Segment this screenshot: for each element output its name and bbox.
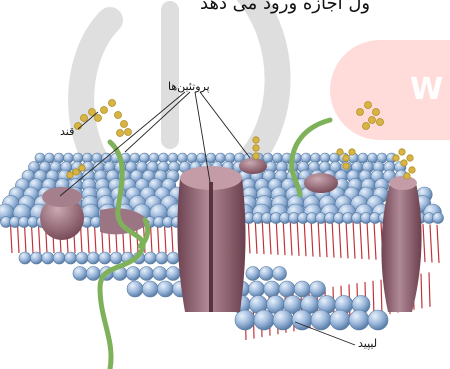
lipid-head — [153, 267, 167, 281]
lipid-head — [246, 267, 260, 281]
lipid-head — [294, 281, 310, 297]
lipid-tail — [325, 219, 327, 257]
lipid-tail — [421, 274, 422, 309]
lipid-head — [73, 267, 87, 281]
lipid-head — [156, 252, 168, 264]
leader-protein-1 — [125, 92, 190, 152]
lipid-head — [76, 252, 88, 264]
protein-right-top — [389, 176, 417, 190]
lipid-head — [30, 252, 42, 264]
lipid-head — [311, 310, 331, 330]
lipid-head — [87, 252, 99, 264]
protein-small-dome-2 — [304, 173, 338, 193]
label-sugar: قند — [60, 125, 74, 138]
lipid-tail — [318, 219, 320, 257]
protein-right — [381, 183, 421, 312]
protein-left-top — [42, 187, 82, 207]
lipid-head — [140, 267, 154, 281]
lipid-tail — [381, 280, 382, 316]
lipid-head — [273, 310, 293, 330]
lipid-head — [279, 281, 295, 297]
lipid-head — [309, 281, 325, 297]
lipid-tail — [353, 221, 355, 259]
lipid-head — [264, 281, 280, 297]
lipid-head — [65, 252, 77, 264]
lipid-head — [254, 310, 274, 330]
lipid-head — [126, 267, 140, 281]
lipid-tail — [339, 220, 341, 258]
lipid-head — [19, 252, 31, 264]
protein-small-dome-1 — [239, 158, 267, 174]
lipid-head — [249, 281, 265, 297]
lipid-tail — [360, 221, 362, 259]
lipid-tail — [429, 272, 430, 306]
lipid-tail — [346, 220, 348, 258]
lipid-tail — [437, 225, 439, 263]
lipid-head — [127, 281, 143, 297]
lipid-head — [53, 252, 65, 264]
lipid-head — [99, 252, 111, 264]
lipid-head — [167, 252, 179, 264]
lipid-tail — [311, 219, 313, 257]
glycan-center — [253, 137, 259, 159]
label-proteins: پروتئین‌ها — [168, 80, 210, 93]
lipid-tail — [367, 221, 369, 259]
lipid-tail — [374, 222, 376, 260]
lipid-tail — [430, 225, 432, 263]
lipid-head — [110, 252, 122, 264]
lipid-head — [433, 213, 444, 224]
lipid-head — [330, 310, 350, 330]
lipid-head — [273, 267, 287, 281]
lipid-head — [349, 310, 369, 330]
lipid-head — [142, 281, 158, 297]
lipid-head — [42, 252, 54, 264]
leader-protein-3 — [200, 92, 250, 158]
top-caption: ول اجازه ورود می دهد — [200, 0, 370, 14]
label-lipid: لیپید — [358, 337, 377, 350]
watermark-letter: W — [410, 72, 443, 107]
lipid-head — [368, 310, 388, 330]
lipid-head — [259, 267, 273, 281]
lipid-head — [235, 310, 255, 330]
lipid-tail — [304, 218, 306, 256]
lipid-tail — [423, 224, 425, 262]
lipid-tail — [297, 218, 299, 256]
lipid-head — [166, 267, 180, 281]
lipid-head — [86, 267, 100, 281]
lipid-tail — [332, 220, 334, 258]
lipid-head — [144, 252, 156, 264]
lipid-head — [157, 281, 173, 297]
